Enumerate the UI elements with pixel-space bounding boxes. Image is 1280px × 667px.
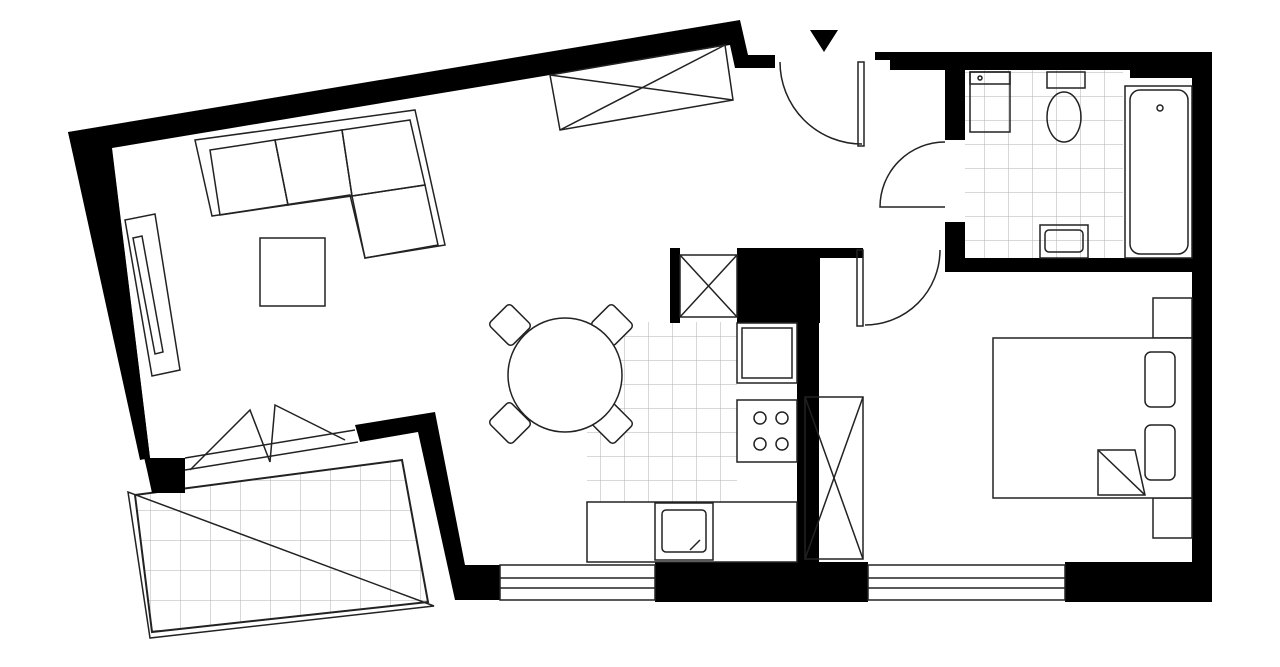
bathtub-icon bbox=[1124, 85, 1193, 259]
bathroom-floor bbox=[965, 70, 1123, 260]
doors[interactable] bbox=[779, 61, 946, 327]
wardrobe-icon bbox=[549, 44, 734, 131]
toilet-icon bbox=[1046, 71, 1086, 143]
washing-machine-icon bbox=[969, 71, 1011, 133]
windows bbox=[184, 403, 1066, 601]
fridge-icon bbox=[804, 396, 864, 560]
balcony-floor bbox=[127, 458, 435, 639]
tv-stand-icon bbox=[124, 213, 181, 377]
walls bbox=[68, 20, 1212, 602]
sink-icon bbox=[654, 502, 714, 561]
washbasin-icon bbox=[1039, 224, 1089, 259]
entrance-arrow-icon bbox=[810, 30, 838, 52]
dining-table-icon bbox=[488, 303, 634, 445]
coffee-table-icon bbox=[259, 237, 326, 307]
bed-icon bbox=[992, 297, 1193, 539]
sofa-icon bbox=[194, 109, 446, 259]
stove-icon bbox=[753, 411, 789, 451]
